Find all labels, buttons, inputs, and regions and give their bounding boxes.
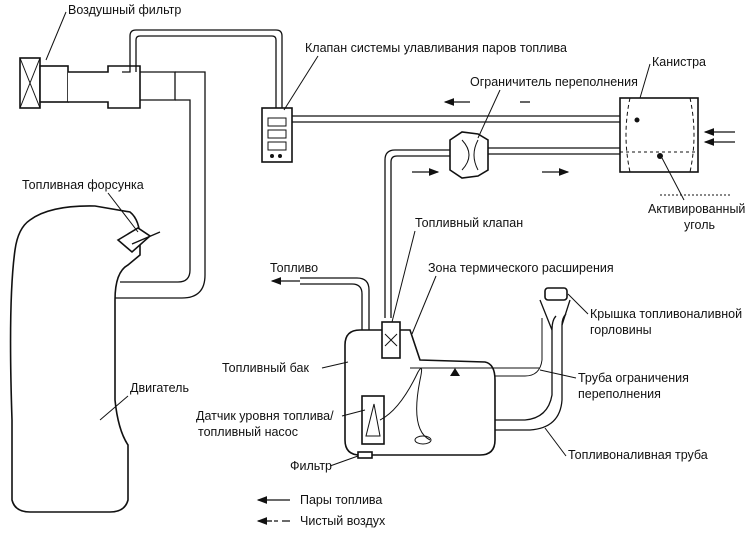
label-thermal-zone: Зона термического расширения [428,261,614,275]
label-filter: Фильтр [290,459,332,473]
legend-vapors: Пары топлива [300,493,382,507]
canister [619,97,735,196]
label-activated-carbon-2: уголь [684,218,715,232]
intake-duct [110,29,283,299]
labels: Воздушный фильтр Клапан системы улавлива… [22,3,745,473]
label-filler-cap-1: Крышка топливоналивной [590,307,742,321]
fuel-injector [116,227,161,254]
label-rollover-valve: Ограничитель переполнения [470,75,638,89]
label-injector: Топливная форсунка [22,178,144,192]
label-vapor-valve: Клапан системы улавливания паров топлива [305,41,567,55]
label-filler-cap-2: горловины [590,323,652,337]
label-fuel-tank: Топливный бак [222,361,309,375]
fuel-tank [344,321,540,459]
label-fuel: Топливо [270,261,318,275]
label-engine: Двигатель [130,381,189,395]
air-filter [19,57,176,109]
rollover-valve [449,131,620,179]
label-fuel-valve: Топливный клапан [415,216,523,230]
label-canister: Канистра [652,55,706,69]
label-level-sensor-2: топливный насос [198,425,298,439]
label-activated-carbon-1: Активированный [648,202,745,216]
label-air-filter: Воздушный фильтр [68,3,181,17]
legend-clean-air: Чистый воздух [300,514,386,528]
label-filler-pipe: Топливоналивная труба [568,448,708,462]
vapor-line-to-canister [292,98,620,123]
label-overflow-pipe-2: переполнения [578,387,661,401]
filler-pipe [495,287,571,431]
engine [9,205,141,513]
vapor-control-valve [261,107,293,163]
label-overflow-pipe-1: Труба ограничения [578,371,689,385]
label-level-sensor-1: Датчик уровня топлива/ [196,409,334,423]
vapor-line-from-tank [384,149,450,318]
fuel-supply-line [270,277,370,420]
legend: Пары топлива Чистый воздух [256,493,386,528]
